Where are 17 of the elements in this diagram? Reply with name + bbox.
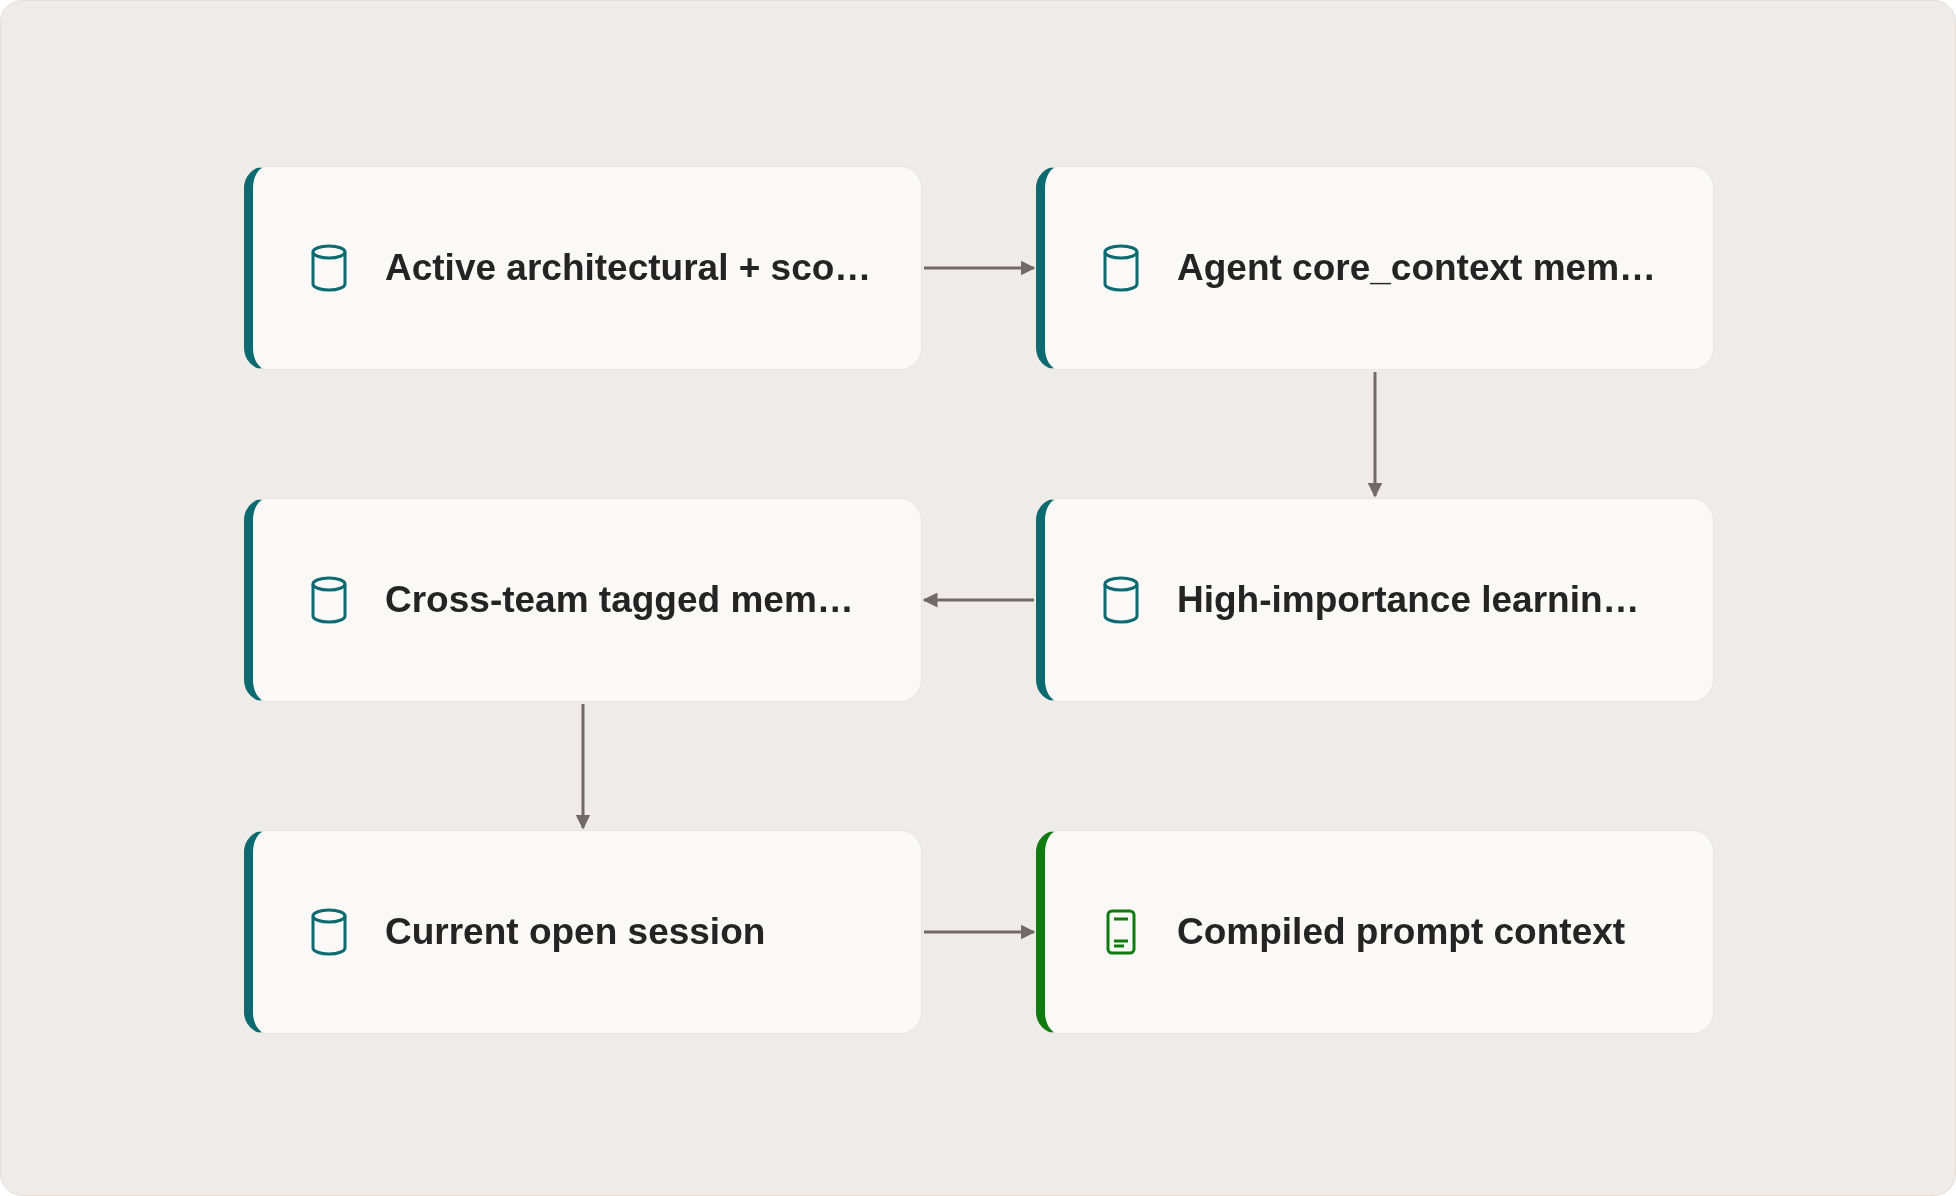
node-label: High-importance learnin… [1177, 579, 1640, 621]
arrow [924, 924, 1036, 940]
process-box [1036, 166, 1714, 370]
node-label: Current open session [385, 911, 766, 953]
node-label: Cross-team tagged mem… [385, 579, 854, 621]
process-box [244, 830, 922, 1034]
node-label: Compiled prompt context [1177, 911, 1626, 953]
node-label: Agent core_context mem… [1177, 247, 1657, 289]
arrow [922, 592, 1034, 608]
process-box [244, 166, 922, 370]
process-box [1036, 830, 1714, 1034]
arrow [924, 260, 1036, 276]
node-label: Active architectural + sco… [385, 247, 872, 289]
process-box [244, 498, 922, 702]
arrow [575, 704, 591, 830]
arrow [1367, 372, 1383, 498]
process-box [1036, 498, 1714, 702]
